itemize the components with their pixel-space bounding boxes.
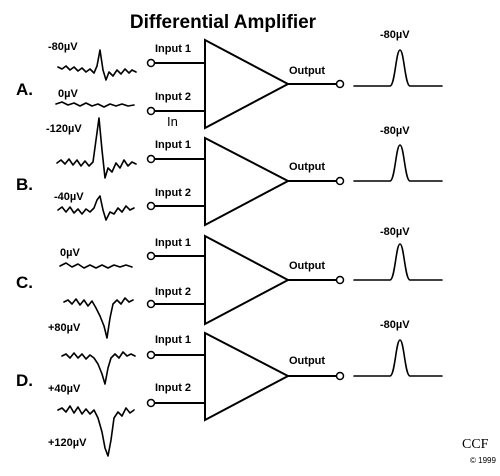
row-d: D. +40µV +120µV Input 1 Input 2 Output -…: [16, 319, 443, 457]
input1-label: Input 1: [155, 139, 191, 151]
output-waveform: [353, 49, 443, 87]
input2-label: Input 2: [155, 91, 191, 103]
row-letter: A.: [16, 80, 33, 99]
output-label: Output: [289, 260, 325, 272]
input1-label: Input 1: [155, 237, 191, 249]
input1-amplitude-label: +40µV: [48, 383, 81, 395]
input1-amplitude-label: -120µV: [46, 123, 82, 135]
input1-terminal: [146, 251, 156, 261]
input1-waveform: [56, 117, 137, 179]
input1-waveform: [57, 49, 137, 81]
copyright-year: © 1999: [470, 456, 496, 465]
output-waveform: [353, 144, 443, 182]
input2-label: Input 2: [155, 187, 191, 199]
input1-terminal: [146, 154, 156, 164]
row-letter: B.: [16, 175, 33, 194]
ccf-credit-mark: CCF: [462, 437, 489, 452]
output-terminal: [335, 79, 345, 89]
input2-waveform: [55, 101, 135, 108]
amplifier-triangle: [204, 136, 291, 227]
row-letter: D.: [16, 371, 33, 390]
input1-terminal: [146, 58, 156, 68]
input2-waveform: [57, 195, 135, 221]
row-c: C. 0µV +80µV Input 1 Input 2 Output -80µ…: [16, 226, 443, 339]
output-terminal: [335, 371, 345, 381]
output-terminal: [335, 275, 345, 285]
amplifier-triangle: [204, 234, 291, 326]
output-amplitude-label: -80µV: [380, 29, 410, 41]
input2-waveform: [57, 405, 135, 457]
input2-label: Input 2: [155, 286, 191, 298]
output-terminal: [335, 176, 345, 186]
diagram-title: Differential Amplifier: [130, 12, 317, 33]
input2-amplitude-label: 0µV: [58, 88, 78, 100]
input2-amplitude-label: +120µV: [48, 437, 87, 449]
input1-label: Input 1: [155, 43, 191, 55]
row-a: A. -80µV 0µV Input 1 Input 2 In Output -…: [16, 29, 443, 130]
output-label: Output: [289, 65, 325, 77]
row-b: B. -120µV -40µV Input 1 Input 2 Output -…: [16, 117, 443, 227]
input2-terminal: [146, 201, 156, 211]
input2-amplitude-label: -40µV: [54, 191, 84, 203]
output-label: Output: [289, 161, 325, 173]
amplifier-triangle: [204, 38, 291, 130]
row-letter: C.: [16, 273, 33, 292]
output-amplitude-label: -80µV: [380, 319, 410, 331]
input2-amplitude-label: +80µV: [48, 322, 81, 334]
output-label: Output: [289, 355, 325, 367]
input1-terminal: [146, 350, 156, 360]
output-waveform: [353, 243, 443, 281]
input2-terminal: [146, 106, 156, 116]
in-annotation: In: [167, 114, 178, 129]
amplifier-triangle: [204, 331, 291, 422]
input1-amplitude-label: -80µV: [48, 41, 78, 53]
output-waveform: [353, 339, 443, 377]
input1-waveform: [61, 351, 136, 385]
input1-label: Input 1: [155, 334, 191, 346]
input2-terminal: [146, 299, 156, 309]
output-amplitude-label: -80µV: [380, 226, 410, 238]
input2-label: Input 2: [155, 382, 191, 394]
input2-terminal: [146, 398, 156, 408]
input1-amplitude-label: 0µV: [60, 247, 80, 259]
input1-waveform: [59, 262, 133, 269]
output-amplitude-label: -80µV: [380, 125, 410, 137]
input2-waveform: [63, 297, 134, 339]
